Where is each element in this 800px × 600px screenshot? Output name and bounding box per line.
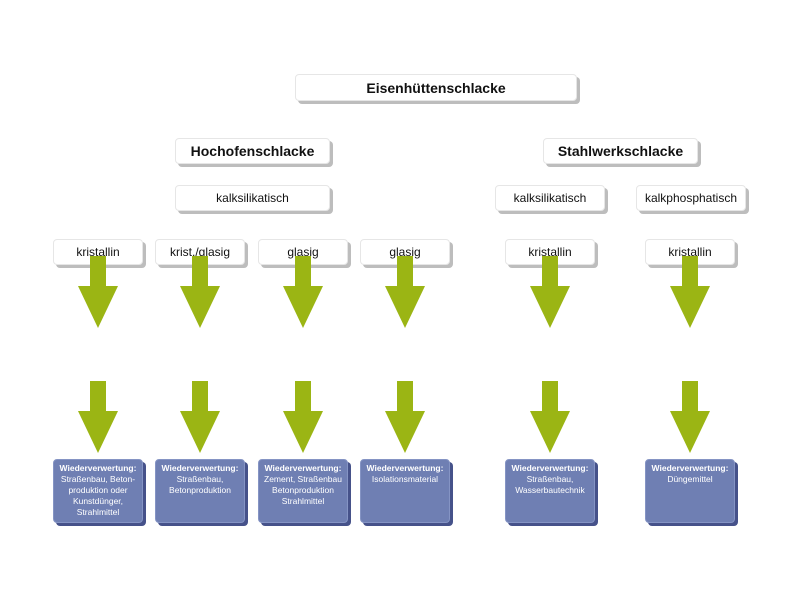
node-kalksilikatisch-hochofen: kalksilikatisch: [175, 185, 330, 211]
node-label: glasig: [287, 245, 319, 259]
reuse-text: Düngemittel: [667, 474, 713, 484]
node-label: kristallin: [668, 245, 712, 259]
node-label: kristallin: [528, 245, 572, 259]
node-label: krist./glasig: [169, 245, 231, 259]
node-structure-6: kristallin: [645, 239, 735, 265]
down-arrow-icon: [530, 381, 570, 453]
node-label: kalksilikatisch: [216, 191, 289, 205]
reuse-box-3: Wiederverwertung: Zement, Straßenbau Bet…: [258, 459, 348, 523]
node-kalksilikatisch-stahlwerk: kalksilikatisch: [495, 185, 605, 211]
reuse-text: Straßenbau, Betonproduktion: [169, 474, 231, 495]
node-eisenhuettenschlacke: Eisenhüttenschlacke: [295, 74, 577, 101]
reuse-box-2: Wiederverwertung: Straßenbau, Betonprodu…: [155, 459, 245, 523]
reuse-heading: Wiederverwertung:: [161, 463, 239, 473]
reuse-text: Isolationsmaterial: [371, 474, 439, 484]
down-arrow-icon: [180, 381, 220, 453]
reuse-heading: Wiederverwertung:: [651, 463, 729, 473]
down-arrow-icon: [283, 381, 323, 453]
down-arrow-icon: [670, 381, 710, 453]
reuse-heading: Wiederverwertung:: [264, 463, 342, 473]
reuse-box-5: Wiederverwertung: Straßenbau, Wasserbaut…: [505, 459, 595, 523]
down-arrow-icon: [78, 381, 118, 453]
reuse-heading: Wiederverwertung:: [59, 463, 137, 473]
node-kalkphosphatisch: kalkphosphatisch: [636, 185, 746, 211]
node-label: Hochofenschlacke: [190, 143, 315, 159]
node-label: Stahlwerkschlacke: [557, 143, 684, 159]
reuse-text: Zement, Straßenbau Betonproduktion Strah…: [264, 474, 342, 506]
down-arrow-icon: [283, 256, 323, 328]
reuse-box-1: Wiederverwertung: Straßenbau, Beton-prod…: [53, 459, 143, 523]
reuse-box-6: Wiederverwertung: Düngemittel: [645, 459, 735, 523]
node-label: kristallin: [76, 245, 120, 259]
node-hochofenschlacke: Hochofenschlacke: [175, 138, 330, 164]
reuse-heading: Wiederverwertung:: [366, 463, 444, 473]
reuse-text: Straßenbau, Beton-produktion oder Kunstd…: [60, 474, 136, 517]
down-arrow-icon: [670, 256, 710, 328]
node-stahlwerkschlacke: Stahlwerkschlacke: [543, 138, 698, 164]
node-label: glasig: [389, 245, 421, 259]
reuse-text: Straßenbau, Wasserbautechnik: [515, 474, 585, 495]
down-arrow-icon: [385, 381, 425, 453]
down-arrow-icon: [180, 256, 220, 328]
node-label: kalkphosphatisch: [644, 191, 738, 205]
reuse-box-4: Wiederverwertung: Isolationsmaterial: [360, 459, 450, 523]
node-label: kalksilikatisch: [513, 191, 587, 205]
reuse-heading: Wiederverwertung:: [511, 463, 589, 473]
down-arrow-icon: [78, 256, 118, 328]
node-label: Eisenhüttenschlacke: [366, 79, 506, 96]
down-arrow-icon: [385, 256, 425, 328]
node-structure-5: kristallin: [505, 239, 595, 265]
down-arrow-icon: [530, 256, 570, 328]
